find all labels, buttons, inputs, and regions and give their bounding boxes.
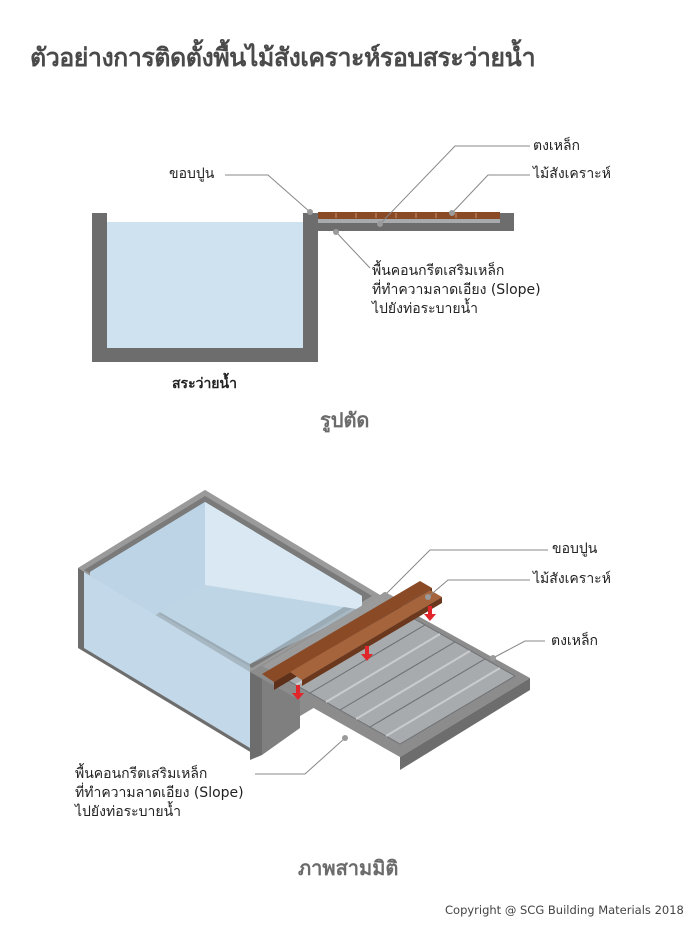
leader-curb-section bbox=[225, 174, 311, 213]
leader-curb-iso bbox=[384, 549, 548, 596]
arrow-2 bbox=[361, 646, 373, 661]
wood-strip-section bbox=[318, 212, 500, 219]
pool-water-section bbox=[107, 222, 303, 348]
leader-wood-iso bbox=[427, 579, 530, 598]
arrow-3 bbox=[424, 606, 436, 621]
label-slab-section-3: ไปยังท่อระบายน้ำ bbox=[372, 301, 479, 317]
leader-wood-section bbox=[451, 174, 530, 214]
copyright-text: Copyright @ SCG Building Materials 2018 bbox=[445, 903, 684, 917]
label-steel-iso: ตงเหล็ก bbox=[551, 633, 598, 649]
label-slab-iso-3: ไปยังท่อระบายน้ำ bbox=[75, 804, 182, 820]
section-caption: รูปตัด bbox=[320, 408, 370, 432]
label-slab-section-1: พื้นคอนกรีตเสริมเหล็ก bbox=[372, 263, 505, 279]
page-title: ตัวอย่างการติดตั้งพื้นไม้สังเคราะห์รอบสร… bbox=[30, 43, 536, 72]
label-wood-iso: ไม้สังเคราะห์ bbox=[533, 571, 611, 587]
label-curb-iso: ขอบปูน bbox=[552, 541, 598, 557]
wood-board-1 bbox=[262, 581, 432, 682]
label-slab-iso-1: พื้นคอนกรีตเสริมเหล็ก bbox=[75, 766, 208, 782]
leader-slab-iso bbox=[255, 737, 346, 775]
label-slab-iso-2: ที่ทำความลาดเอียง (Slope) bbox=[75, 785, 244, 801]
label-curb-section: ขอบปูน bbox=[169, 166, 215, 182]
label-wood-section: ไม้สังเคราะห์ bbox=[533, 166, 611, 182]
iso-caption: ภาพสามมิติ bbox=[298, 856, 399, 880]
leader-steel-section bbox=[379, 145, 530, 225]
arrow-1 bbox=[292, 685, 304, 700]
label-steel-section: ตงเหล็ก bbox=[533, 138, 580, 154]
pool-label-section: สระว่ายน้ำ bbox=[172, 376, 237, 392]
leader-slab-section bbox=[335, 231, 371, 269]
label-slab-section-2: ที่ทำความลาดเอียง (Slope) bbox=[372, 282, 541, 298]
wood-board-2 bbox=[290, 590, 442, 680]
leader-steel-iso bbox=[492, 640, 545, 659]
